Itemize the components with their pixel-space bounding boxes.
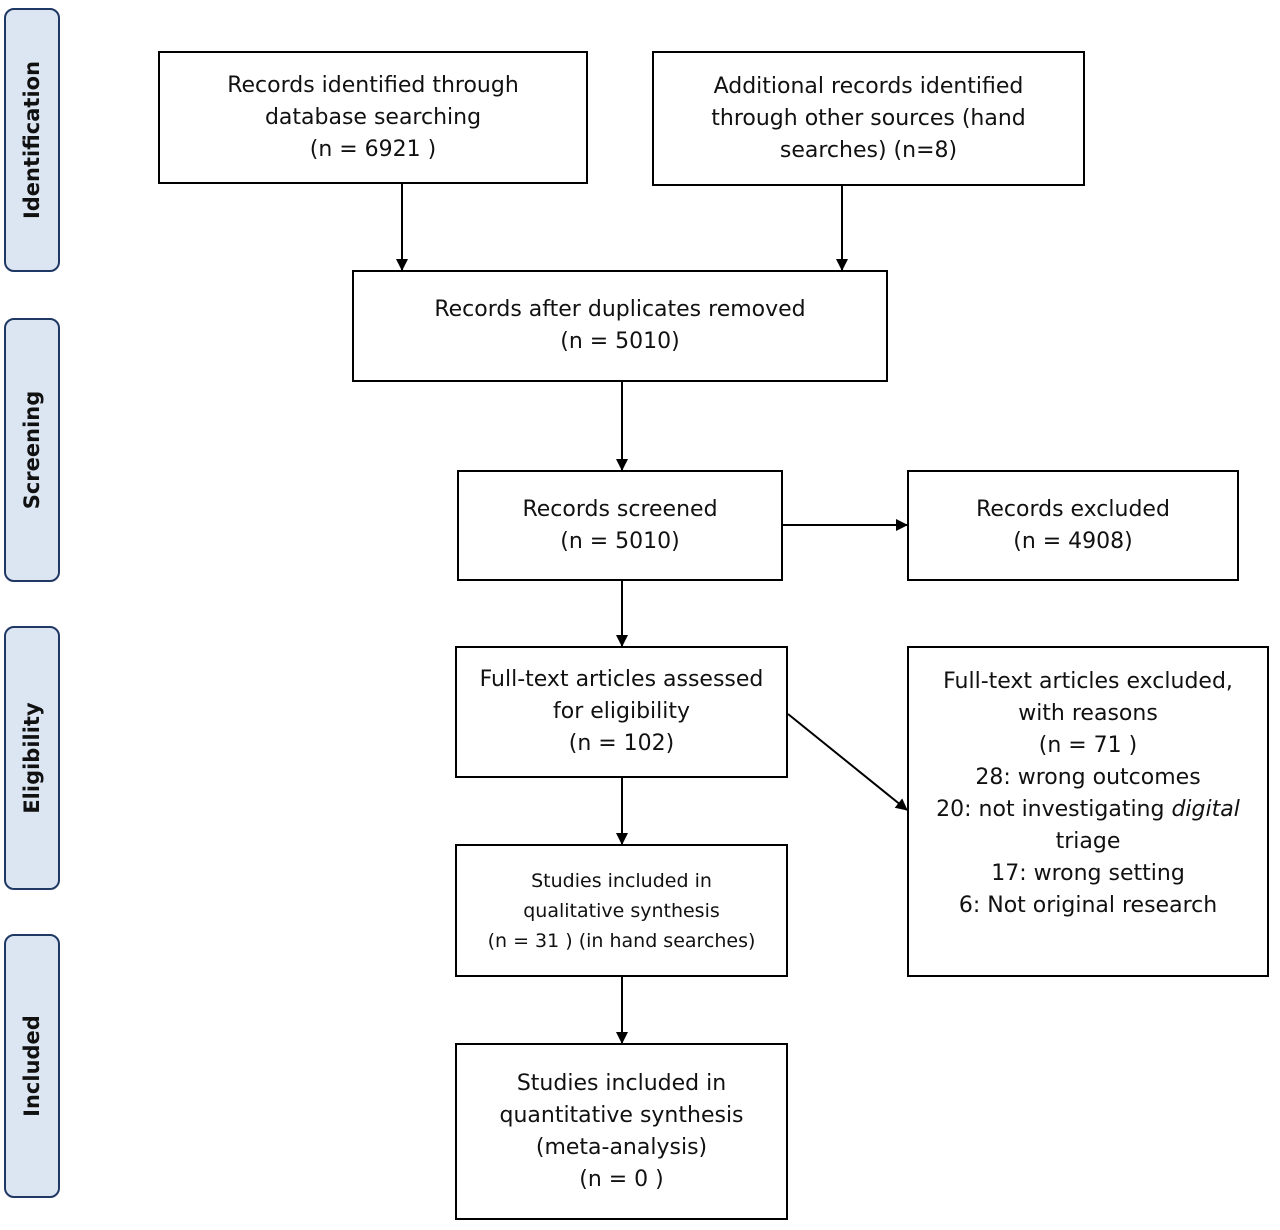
- box-records-screened: Records screened (n = 5010): [457, 470, 783, 581]
- box-full-text-excluded-line1: Full-text articles excluded,: [943, 669, 1233, 694]
- box-full-text-assessed-count: (n = 102): [568, 731, 675, 756]
- box-database-search-line2: database searching: [264, 104, 482, 130]
- box-quantitative-count: (n = 0 ): [579, 1166, 664, 1192]
- box-database-search: Records identified through database sear…: [158, 51, 588, 184]
- box-records-screened-count: (n = 5010): [560, 528, 680, 554]
- box-other-sources-line2: through other sources (hand: [711, 105, 1026, 131]
- box-duplicates-removed-count: (n = 5010): [560, 329, 680, 354]
- reason-not-digital-prefix: 20: not investigating: [936, 797, 1172, 822]
- box-quantitative-synthesis: Studies included in quantitative synthes…: [455, 1043, 788, 1220]
- stage-label-screening: Screening: [4, 318, 60, 582]
- reason-digital-emphasis: digital: [1171, 797, 1240, 822]
- box-records-excluded-line1: Records excluded: [976, 496, 1170, 522]
- box-duplicates-removed-line1: Records after duplicates removed: [434, 297, 806, 322]
- reason-not-digital-triage-cont: triage: [1055, 829, 1121, 854]
- box-qualitative-synthesis: Studies included in qualitative synthesi…: [455, 844, 788, 977]
- reason-not-original-research: 6: Not original research: [958, 893, 1218, 918]
- box-records-excluded: Records excluded (n = 4908): [907, 470, 1239, 581]
- reason-wrong-outcomes: 28: wrong outcomes: [975, 765, 1201, 790]
- box-duplicates-removed: Records after duplicates removed (n = 50…: [352, 270, 888, 382]
- stage-label-eligibility: Eligibility: [4, 626, 60, 890]
- box-records-screened-line1: Records screened: [522, 496, 718, 522]
- box-full-text-excluded: Full-text articles excluded, with reason…: [907, 646, 1269, 977]
- stage-label-identification: Identification: [4, 8, 60, 272]
- box-records-excluded-count: (n = 4908): [1013, 528, 1133, 554]
- box-qualitative-line1: Studies included in: [531, 869, 712, 892]
- stage-label-included: Included: [4, 934, 60, 1198]
- box-qualitative-count: (n = 31 ) (in hand searches): [487, 929, 756, 952]
- box-full-text-excluded-line2: with reasons: [1018, 701, 1158, 726]
- box-quantitative-line3: (meta-analysis): [535, 1134, 708, 1160]
- box-other-sources-line3: searches) (n=8): [779, 137, 958, 163]
- box-database-search-count: (n = 6921 ): [309, 136, 437, 162]
- box-full-text-excluded-count: (n = 71 ): [1038, 733, 1138, 758]
- box-full-text-assessed: Full-text articles assessed for eligibil…: [455, 646, 788, 778]
- box-quantitative-line1: Studies included in: [516, 1070, 727, 1096]
- box-other-sources: Additional records identified through ot…: [652, 51, 1085, 186]
- reason-not-digital-triage: 20: not investigating digital: [936, 794, 1240, 826]
- reason-wrong-setting: 17: wrong setting: [991, 861, 1185, 886]
- box-full-text-assessed-line2: for eligibility: [552, 699, 691, 724]
- box-full-text-assessed-line1: Full-text articles assessed: [479, 667, 764, 692]
- box-quantitative-line2: quantitative synthesis: [499, 1102, 744, 1128]
- box-qualitative-line2: qualitative synthesis: [523, 899, 720, 922]
- arrow-fulltext-to-excluded: [787, 713, 908, 811]
- box-database-search-line1: Records identified through: [227, 72, 519, 98]
- box-other-sources-line1: Additional records identified: [713, 73, 1024, 99]
